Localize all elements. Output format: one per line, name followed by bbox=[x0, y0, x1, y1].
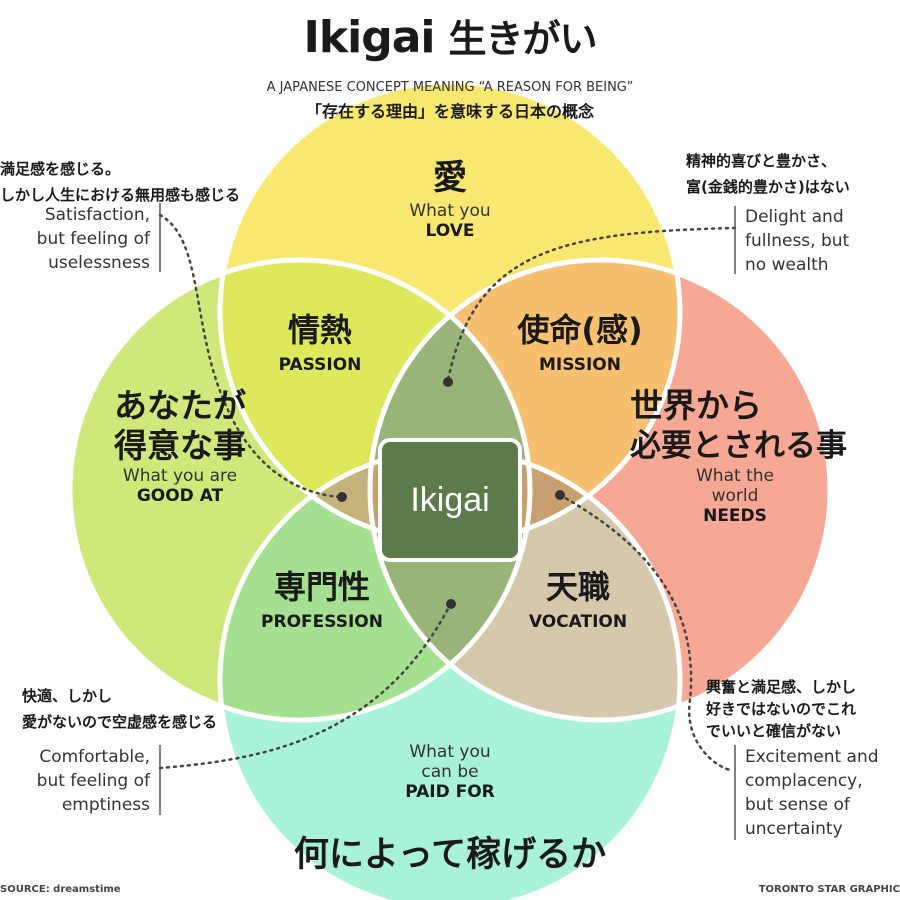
note-bottom-left-en-1: Comfortable, bbox=[39, 747, 150, 767]
love-jp: 愛 bbox=[433, 158, 467, 198]
good-at-jp-2: 得意な事 bbox=[114, 426, 246, 465]
paid-for-en-bold: PAID FOR bbox=[405, 782, 495, 802]
leader-dot-bottom-right bbox=[555, 490, 565, 500]
good-at-jp-1: あなたが bbox=[114, 386, 246, 425]
note-bottom-left-jp: 快適、しかし 愛がないので空虚感を感じる bbox=[22, 683, 322, 735]
graphic-credit: TORONTO STAR GRAPHIC bbox=[758, 884, 900, 895]
note-top-right-en: Delight and fullness, but no wealth bbox=[745, 205, 895, 277]
ikigai-center-label: Ikigai bbox=[410, 480, 490, 519]
needs-jp-2: 必要とされる事 bbox=[630, 428, 847, 464]
page-title: Ikigai 生きがい bbox=[0, 8, 900, 63]
good-at-label: あなたが 得意な事 What you are GOOD AT bbox=[80, 386, 280, 506]
subtitle-jp: 「存在する理由」を意味する日本の概念 bbox=[305, 102, 594, 121]
profession-label: 専門性 PROFESSION bbox=[222, 562, 422, 632]
mission-jp: 使命(感) bbox=[517, 311, 643, 349]
note-top-right-en-1: Delight and bbox=[745, 207, 844, 227]
passion-jp: 情熱 bbox=[287, 311, 352, 349]
paid-for-jp: 何によって稼げるか bbox=[293, 835, 607, 875]
good-at-en-bold: GOOD AT bbox=[136, 486, 224, 506]
note-bottom-left-jp-1: 快適、しかし bbox=[22, 687, 113, 705]
love-en-bold: LOVE bbox=[425, 221, 475, 241]
note-top-left-en-3: uselessness bbox=[48, 253, 150, 273]
note-top-left-en: Satisfaction, but feeling of uselessness bbox=[0, 203, 150, 275]
subtitle-en: A JAPANESE CONCEPT MEANING “A REASON FOR… bbox=[266, 80, 634, 95]
needs-en-label: What the world NEEDS bbox=[660, 466, 810, 526]
note-bottom-left-jp-2: 愛がないので空虚感を感じる bbox=[22, 713, 218, 731]
note-bottom-right-jp: 興奮と満足感、しかし 好きではないのでこれ でいいと確信がない bbox=[706, 676, 900, 742]
note-top-left-en-1: Satisfaction, bbox=[44, 205, 150, 225]
passion-label: 情熱 PASSION bbox=[230, 305, 410, 375]
note-top-right-jp-1: 精神的喜びと豊かさ、 bbox=[686, 152, 837, 170]
vocation-label: 天職 VOCATION bbox=[478, 562, 678, 632]
leader-dot-bottom-left bbox=[446, 599, 456, 609]
note-top-left-en-2: but feeling of bbox=[36, 229, 150, 249]
title-jp: 生きがい bbox=[448, 17, 597, 61]
vocation-en: VOCATION bbox=[528, 612, 628, 632]
love-label: 愛 What you LOVE bbox=[350, 150, 550, 241]
leader-line-top-right bbox=[446, 226, 737, 382]
passion-en: PASSION bbox=[278, 355, 362, 375]
note-bottom-right-en-4: uncertainty bbox=[745, 819, 843, 839]
note-top-right-jp-2: 富(金銭的豊かさ)はない bbox=[686, 178, 850, 196]
note-bottom-right-en-2: complacency, bbox=[745, 771, 863, 791]
note-top-right-en-3: no wealth bbox=[745, 255, 829, 275]
note-top-left-jp-1: 満足感を感じる。 bbox=[0, 160, 121, 178]
leader-line-bottom-right bbox=[558, 493, 732, 772]
note-top-left-jp-2: しかし人生における無用感も感じる bbox=[0, 186, 241, 204]
ikigai-center-box bbox=[378, 438, 522, 562]
note-top-left-jp: 満足感を感じる。 しかし人生における無用感も感じる bbox=[0, 156, 340, 208]
profession-jp: 専門性 bbox=[273, 568, 370, 606]
note-bottom-right-en-1: Excitement and bbox=[745, 747, 879, 767]
vocation-jp: 天職 bbox=[545, 568, 610, 606]
note-bottom-right-en: Excitement and complacency, but sense of… bbox=[745, 745, 900, 841]
needs-label: 世界から 必要とされる事 bbox=[630, 386, 900, 466]
paid-for-en-2: can be bbox=[421, 762, 479, 782]
source-credit: SOURCE: dreamstime bbox=[0, 884, 121, 895]
leader-line-top-left bbox=[158, 213, 344, 499]
paid-for-label: What you can be PAID FOR bbox=[350, 742, 550, 802]
needs-en-bold: NEEDS bbox=[703, 506, 767, 526]
profession-en: PROFESSION bbox=[261, 612, 383, 632]
leader-line-bottom-left bbox=[158, 603, 452, 770]
note-bottom-right-jp-1: 興奮と満足感、しかし bbox=[706, 678, 857, 696]
mission-en: MISSION bbox=[539, 355, 621, 375]
note-top-right-jp: 精神的喜びと豊かさ、 富(金銭的豊かさ)はない bbox=[686, 148, 900, 200]
paid-for-en-1: What you bbox=[409, 742, 491, 762]
note-bottom-right-jp-2: 好きではないのでこれ bbox=[706, 700, 857, 718]
needs-en-2: world bbox=[711, 486, 759, 506]
mission-label: 使命(感) MISSION bbox=[480, 305, 680, 375]
good-at-en: What you are bbox=[122, 466, 238, 486]
love-en: What you bbox=[409, 201, 491, 221]
note-bottom-left-en: Comfortable, but feeling of emptiness bbox=[0, 745, 150, 817]
leader-dot-top-right bbox=[443, 377, 453, 387]
needs-jp-1: 世界から bbox=[630, 386, 762, 425]
needs-en-1: What the bbox=[696, 466, 774, 486]
title-en: Ikigai bbox=[303, 12, 436, 63]
leader-dot-top-left bbox=[337, 492, 347, 502]
note-top-right-en-2: fullness, but bbox=[745, 231, 850, 251]
note-bottom-right-en-3: but sense of bbox=[745, 795, 850, 815]
note-bottom-right-jp-3: でいいと確信がない bbox=[706, 722, 842, 740]
note-bottom-left-en-3: emptiness bbox=[61, 795, 150, 815]
note-bottom-left-en-2: but feeling of bbox=[36, 771, 150, 791]
